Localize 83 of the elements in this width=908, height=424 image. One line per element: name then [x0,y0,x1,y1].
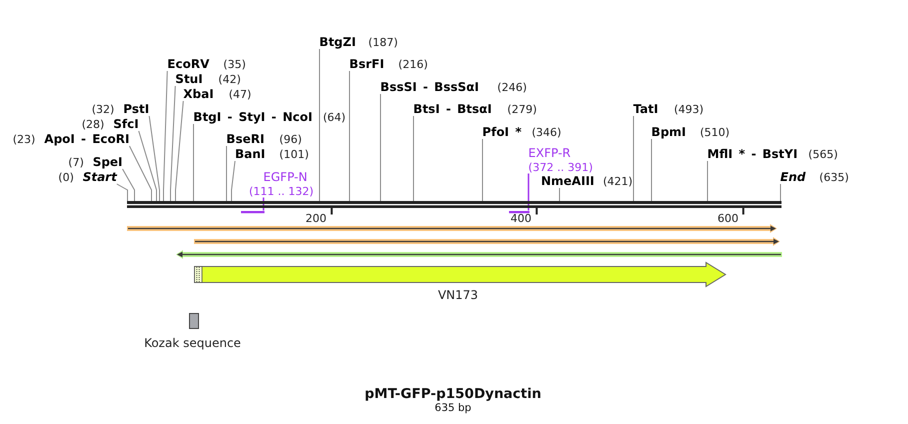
primer-range: (111 .. 132) [249,184,314,198]
position-number: (32) [92,102,114,116]
leader-line [122,168,135,202]
position-number: (565) [808,148,838,160]
position-number: (28) [82,118,104,130]
leader-line [128,146,152,202]
sequence-start-label: Start [82,170,117,184]
sequence-end-label: End [780,170,806,184]
enzyme-name: BpmI [651,125,686,139]
position-number: (635) [819,170,849,184]
position-number: (346) [532,126,562,138]
enzyme-name: SfcI [113,117,139,131]
enzyme-name: BseRI [226,132,264,146]
leader-line [482,138,483,202]
enzyme-name: NmeAIII [541,174,594,188]
position-number: (493) [674,102,704,116]
enzyme-name: SpeI [92,155,123,169]
leader-line [319,48,320,202]
primer-name: EXFP-R [528,146,571,160]
primer-name: EGFP-N [263,170,308,184]
enzyme-name: MflI * - BstYI [707,147,798,161]
enzyme-name: BtgI - StyI - NcoI [193,110,312,124]
scale-number: 400 [510,213,532,225]
legend-label: Kozak sequence [144,336,241,350]
leader-line [349,70,350,202]
leader-line [170,86,176,202]
leader-line [148,116,160,202]
leader-line [231,160,236,202]
leader-line [380,94,381,202]
position-number: (216) [398,58,428,70]
position-number: (64) [322,110,346,124]
primer-range: (372 .. 391) [528,160,593,174]
position-number: (7) [68,156,84,168]
leader-line [413,116,414,202]
diagram-title: pMT-GFP-p150Dynactin [364,386,542,402]
position-number: (35) [223,58,246,70]
position-number: (101) [279,148,309,160]
position-number: (510) [700,126,730,138]
leader-line [651,138,652,202]
leader-line [707,160,708,202]
enzyme-name: BssSI - BssSαI [380,80,479,94]
enzyme-name: PstI [123,102,150,116]
enzyme-name: ApoI - EcoRI [44,132,130,146]
leader-line [528,174,530,210]
enzyme-name: BanI [235,147,266,161]
enzyme-name: TatI [633,102,658,116]
enzyme-name: PfoI * [482,125,522,139]
position-number: (0) [58,170,74,184]
primer-bar [240,210,264,213]
position-number: (421) [603,174,633,188]
position-number: (47) [228,88,252,100]
orf-track [176,250,782,258]
enzyme-name: BsrFI [349,57,384,71]
position-number: (96) [279,132,302,146]
leader-line [226,146,227,202]
leader-line [633,116,634,202]
scale-number: 200 [306,213,326,225]
scale-number: 600 [718,213,738,225]
enzyme-name: BtgZI [319,35,356,49]
leader-line [175,100,184,202]
leader-line [193,124,194,202]
feature-block [194,262,726,287]
primer-bar [508,210,529,213]
leader-line [116,184,128,202]
leader-line [780,184,781,202]
enzyme-name: BtsI - BtsαI [413,102,492,116]
position-number: (279) [507,102,537,116]
position-number: (187) [368,36,398,48]
orf-track [127,224,777,232]
position-number: (23) [12,132,36,146]
enzyme-name: EcoRV [167,57,210,71]
enzyme-name: XbaI [183,87,214,101]
feature-label: VN173 [438,288,478,302]
position-number: (42) [218,72,241,86]
leader-line [163,70,168,202]
leader-line [138,130,157,202]
orf-track [194,236,780,246]
leader-line [559,188,560,202]
sequence-length: 635 bp [434,402,472,414]
leader-line [262,198,264,210]
position-number: (246) [497,80,527,94]
dna-backbone [126,201,781,208]
enzyme-name: StuI [175,72,203,86]
